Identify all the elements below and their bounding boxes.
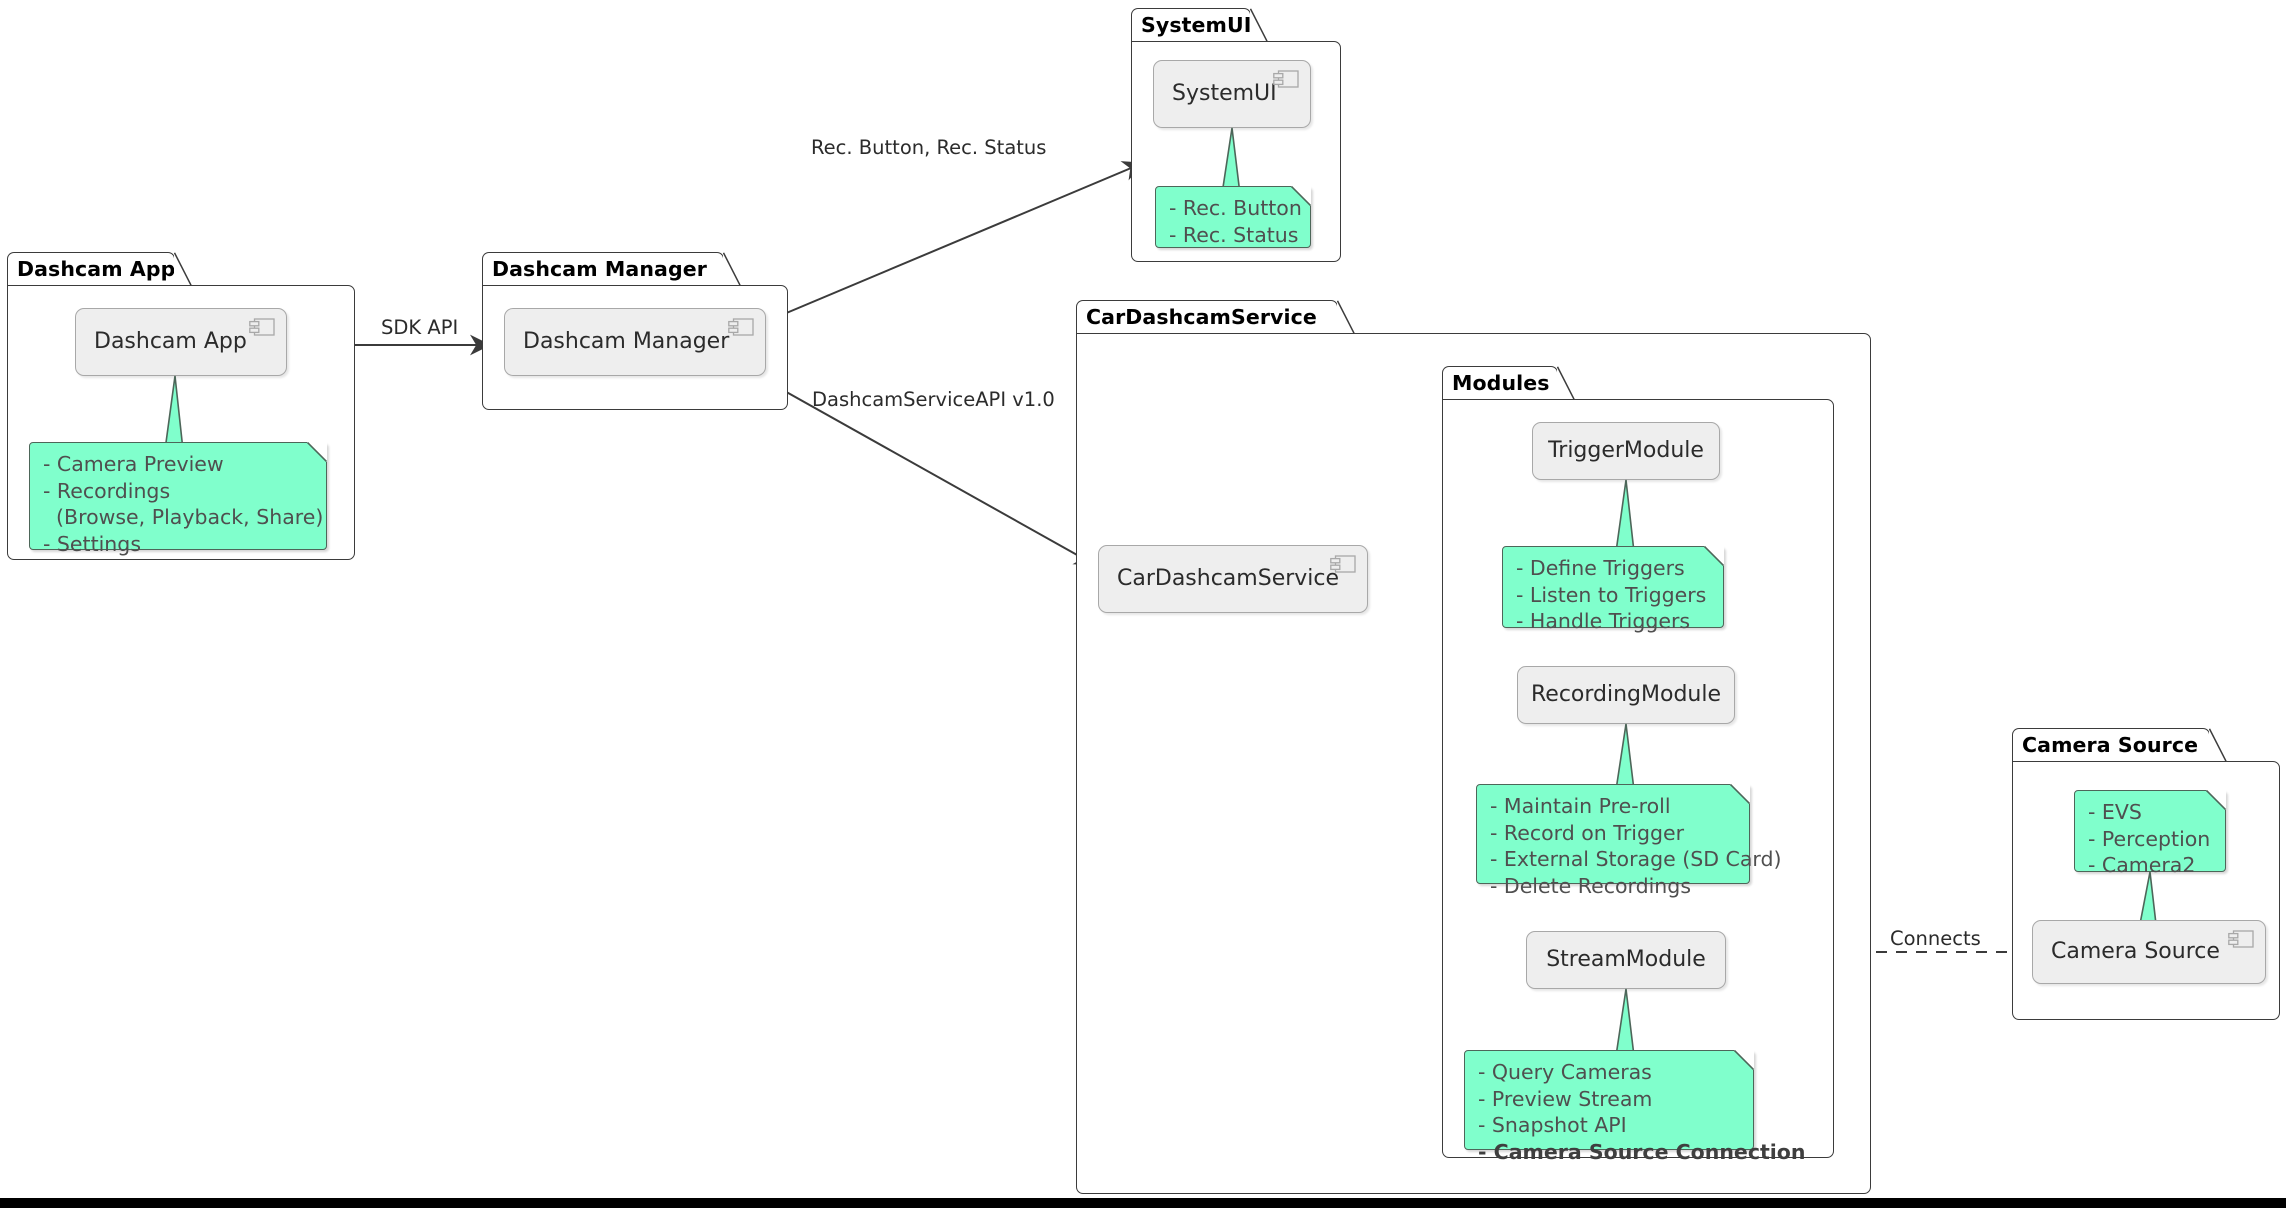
note-line: - Query Cameras (1478, 1060, 1652, 1084)
component-dashcam-app[interactable]: Dashcam App (75, 308, 287, 376)
note-fold-icon (2205, 789, 2227, 811)
note-dashcam-app: - Camera Preview - Recordings (Browse, P… (29, 441, 328, 556)
note-line: - EVS (2088, 800, 2142, 824)
package-title: Dashcam App (17, 257, 176, 282)
package-body (1442, 399, 1834, 1158)
package-tab-slant (1337, 300, 1355, 334)
package-cardashcamservice: CarDashcamService CarDashcamService Modu… (1076, 300, 1871, 1194)
note-fold-icon (1703, 545, 1725, 567)
component-label: CarDashcamService (1117, 566, 1340, 591)
component-streammodule[interactable]: StreamModule (1526, 931, 1726, 989)
note-streammodule: - Query Cameras - Preview Stream - Snaps… (1464, 1049, 1806, 1164)
note-recordingmodule: - Maintain Pre-roll - Record on Trigger … (1476, 783, 1781, 898)
note-line: - Perception (2088, 826, 2211, 851)
note-line: - Camera Preview (43, 452, 224, 476)
note-line: - Delete Recordings (1490, 873, 1691, 898)
package-tab: Modules (1442, 366, 1558, 400)
component-recordingmodule[interactable]: RecordingModule (1517, 666, 1735, 724)
note-lines: - Rec. Button - Rec. Status (1156, 187, 1310, 256)
package-modules: Modules TriggerModule (1442, 366, 1834, 1164)
component-icon (728, 318, 754, 337)
note-line: - Preview Stream (1478, 1086, 1653, 1111)
edge-label-rec-button-status: Rec. Button, Rec. Status (811, 136, 1047, 159)
package-title: Modules (1452, 371, 1550, 396)
note-line: - Record on Trigger (1490, 820, 1685, 845)
component-dashcam-manager[interactable]: Dashcam Manager (504, 308, 766, 376)
note-line: - Recordings (43, 478, 171, 503)
package-tab-slant (174, 252, 192, 286)
package-tab-slant (1250, 8, 1268, 42)
component-icon (249, 318, 275, 337)
component-label: SystemUI (1172, 81, 1277, 106)
note-line: - Snapshot API (1478, 1113, 1627, 1138)
component-label: RecordingModule (1530, 682, 1722, 707)
note-lines: - Camera Preview - Recordings (Browse, P… (30, 443, 326, 566)
package-tab: Camera Source (2012, 728, 2210, 762)
component-icon (1330, 555, 1356, 574)
package-tab-slant (1557, 366, 1575, 400)
note-line: - Handle Triggers (1516, 609, 1691, 634)
note-fold-icon (1729, 783, 1751, 805)
note-lines: - EVS - Perception - Camera2 (2075, 791, 2225, 887)
component-label: Dashcam Manager (523, 329, 730, 354)
note-lines: - Maintain Pre-roll - Record on Trigger … (1477, 785, 1782, 908)
package-title: Dashcam Manager (492, 257, 707, 282)
note-fold-icon (306, 441, 328, 463)
component-systemui[interactable]: SystemUI (1153, 60, 1311, 128)
edge-manager-to-systemui (764, 161, 1144, 323)
note-line: - Maintain Pre-roll (1490, 794, 1671, 818)
note-line: - External Storage (SD Card) (1490, 847, 1782, 872)
component-cardashcamservice[interactable]: CarDashcamService (1098, 545, 1368, 613)
package-dashcam-app: Dashcam App Dashcam App (7, 252, 355, 560)
note-systemui: - Rec. Button - Rec. Status (1155, 185, 1312, 248)
component-label: TriggerModule (1548, 438, 1704, 463)
component-label: Dashcam App (94, 329, 247, 354)
package-tab-slant (723, 252, 741, 286)
component-triggermodule[interactable]: TriggerModule (1532, 422, 1720, 480)
package-tab: SystemUI (1131, 8, 1251, 42)
edge-label-dashcam-service-api: DashcamServiceAPI v1.0 (812, 388, 1055, 411)
note-line: - Rec. Button (1169, 196, 1302, 220)
note-line: (Browse, Playback, Share) (43, 505, 324, 530)
package-tab: Dashcam Manager (482, 252, 724, 286)
note-lines: - Define Triggers - Listen to Triggers -… (1503, 547, 1723, 643)
component-camera-source[interactable]: Camera Source (2032, 920, 2266, 984)
component-icon (1273, 70, 1299, 89)
component-icon (2228, 930, 2254, 949)
package-title: Camera Source (2022, 733, 2199, 758)
note-line: - Camera2 (2088, 853, 2196, 878)
note-fold-icon (1290, 185, 1312, 207)
note-line: - Camera Source Connection (1478, 1139, 1806, 1164)
component-label: StreamModule (1546, 947, 1706, 972)
note-lines: - Query Cameras - Preview Stream - Snaps… (1465, 1051, 1806, 1174)
note-camera-source: - EVS - Perception - Camera2 (2074, 789, 2227, 877)
component-label: Camera Source (2051, 939, 2220, 964)
note-line: - Rec. Status (1169, 222, 1299, 247)
edge-label-connects: Connects (1890, 927, 1981, 950)
package-camera-source: Camera Source - EVS - Perception - Camer… (2012, 728, 2280, 1020)
package-systemui: SystemUI SystemUI (1131, 8, 1341, 262)
note-line: - Settings (43, 531, 141, 556)
note-line: - Define Triggers (1516, 556, 1685, 580)
edge-label-sdk-api: SDK API (381, 316, 459, 339)
note-fold-icon (1733, 1049, 1755, 1071)
package-title: CarDashcamService (1086, 305, 1317, 330)
package-title: SystemUI (1141, 13, 1252, 38)
package-dashcam-manager: Dashcam Manager Dashcam Manager (482, 252, 788, 410)
package-tab: Dashcam App (7, 252, 175, 286)
package-tab: CarDashcamService (1076, 300, 1338, 334)
note-triggermodule: - Define Triggers - Listen to Triggers -… (1502, 545, 1725, 633)
bottom-bar (0, 1198, 2286, 1208)
edge-manager-to-service (764, 379, 1096, 566)
package-tab-slant (2209, 728, 2227, 762)
note-line: - Listen to Triggers (1516, 582, 1707, 607)
